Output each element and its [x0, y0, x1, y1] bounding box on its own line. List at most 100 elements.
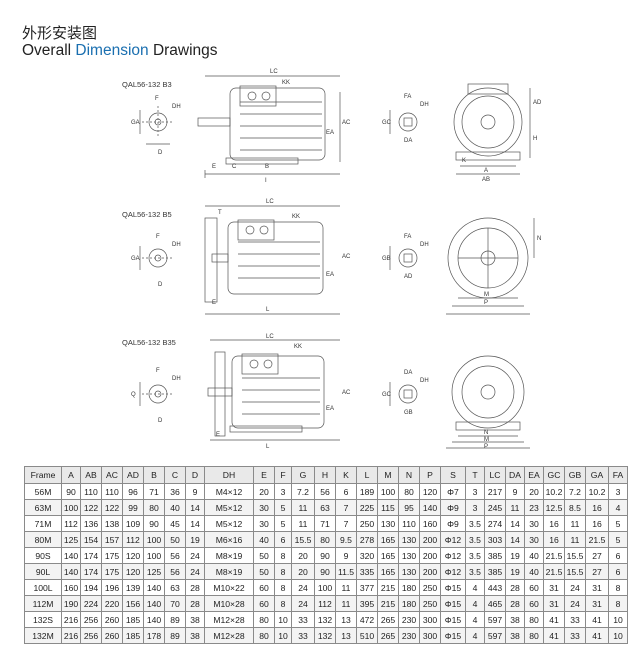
- table-cell: 80: [253, 611, 275, 628]
- table-cell: 100: [314, 579, 336, 596]
- table-cell: 5: [608, 531, 628, 548]
- table-cell: 3.5: [465, 563, 485, 580]
- dim-label: LC: [266, 334, 274, 340]
- table-cell: 28: [505, 595, 525, 612]
- table-cell: 6: [274, 531, 292, 548]
- table-cell: 63: [164, 579, 186, 596]
- column-header: T: [465, 466, 485, 484]
- dim-label: AD: [404, 274, 413, 280]
- dim-label: AB: [482, 177, 490, 182]
- table-cell: 90: [61, 483, 81, 500]
- table-cell: 138: [101, 515, 123, 532]
- dim-label: AC: [342, 254, 351, 260]
- dim-label: GC: [382, 120, 392, 126]
- table-cell: 115: [377, 499, 399, 516]
- column-header: GA: [585, 466, 609, 484]
- table-cell: 465: [484, 595, 506, 612]
- table-cell: 80: [524, 611, 544, 628]
- table-cell: 100: [377, 483, 399, 500]
- table-cell: 8: [274, 563, 292, 580]
- frame-cell: 90L: [24, 563, 62, 580]
- title-part-dimension: Dimension: [75, 42, 149, 59]
- table-cell: 24: [291, 595, 315, 612]
- table-cell: 11: [291, 499, 315, 516]
- title-part-overall: Overall: [22, 42, 76, 59]
- dim-label: KK: [282, 80, 290, 86]
- motor-body-side: [227, 221, 324, 295]
- table-cell: 320: [356, 547, 378, 564]
- dim-label: FA: [404, 234, 411, 240]
- table-cell: 23: [524, 499, 544, 516]
- dim-label: LC: [270, 69, 278, 75]
- table-cell: 112: [314, 595, 336, 612]
- table-cell: 11: [335, 595, 357, 612]
- table-cell: 157: [101, 531, 123, 548]
- column-header: AD: [122, 466, 144, 484]
- table-cell: 216: [61, 611, 81, 628]
- table-cell: 21.5: [543, 547, 565, 564]
- drawing-b5-svg: GA D F DH LC KK T AC EA E L GB FA DH AD: [131, 199, 541, 315]
- table-cell: 385: [484, 547, 506, 564]
- table-cell: 7.2: [564, 483, 586, 500]
- table-cell: 180: [398, 579, 420, 596]
- table-cell: 217: [484, 483, 506, 500]
- table-cell: 7.2: [291, 483, 315, 500]
- table-cell: 160: [61, 579, 81, 596]
- table-cell: 89: [164, 627, 186, 644]
- table-cell: 80: [143, 499, 165, 516]
- dim-label: E: [216, 432, 220, 438]
- table-cell: 90: [314, 547, 336, 564]
- dim-label: L: [266, 444, 270, 450]
- table-cell: 38: [505, 611, 525, 628]
- motor-body-side: [229, 87, 326, 161]
- table-cell: 96: [122, 483, 144, 500]
- dim-label: DA: [404, 138, 412, 144]
- table-cell: 178: [143, 627, 165, 644]
- dim-label: C: [232, 164, 237, 170]
- frame-cell: 90S: [24, 547, 62, 564]
- table-cell: 125: [61, 531, 81, 548]
- table-cell: 130: [398, 563, 420, 580]
- column-header: GB: [564, 466, 586, 484]
- frame-cell: 112M: [24, 595, 62, 612]
- dim-label: D: [158, 150, 163, 156]
- dim-label: A: [484, 168, 488, 174]
- table-cell: 3.5: [465, 547, 485, 564]
- column-header: C: [164, 466, 186, 484]
- table-cell: 122: [101, 499, 123, 516]
- table-cell: 194: [80, 579, 102, 596]
- dim-label: KK: [294, 344, 302, 350]
- table-cell: 510: [356, 627, 378, 644]
- table-cell: 140: [419, 499, 441, 516]
- table-cell: 24: [564, 579, 586, 596]
- table-cell: 14: [185, 515, 205, 532]
- table-cell: 16: [543, 515, 565, 532]
- table-cell: 21.5: [585, 531, 609, 548]
- dim-label: DH: [420, 378, 429, 384]
- table-cell: 60: [253, 579, 275, 596]
- dim-label: P: [484, 300, 488, 306]
- table-cell: 250: [419, 579, 441, 596]
- column-header: D: [185, 466, 205, 484]
- dim-label: M: [484, 437, 489, 443]
- dim-label: L: [266, 307, 270, 313]
- table-cell: 33: [291, 611, 315, 628]
- table-cell: 14: [505, 515, 525, 532]
- table-cell: 9: [335, 547, 357, 564]
- table-cell: M10×22: [204, 579, 254, 596]
- column-header: AB: [80, 466, 102, 484]
- table-cell: 41: [543, 627, 565, 644]
- table-cell: 36: [164, 483, 186, 500]
- table-cell: 278: [356, 531, 378, 548]
- table-cell: M12×28: [204, 611, 254, 628]
- column-header: GC: [543, 466, 565, 484]
- dim-label: H: [533, 136, 537, 142]
- table-cell: 45: [164, 515, 186, 532]
- column-header: AC: [101, 466, 123, 484]
- frame-cell: 132S: [24, 611, 62, 628]
